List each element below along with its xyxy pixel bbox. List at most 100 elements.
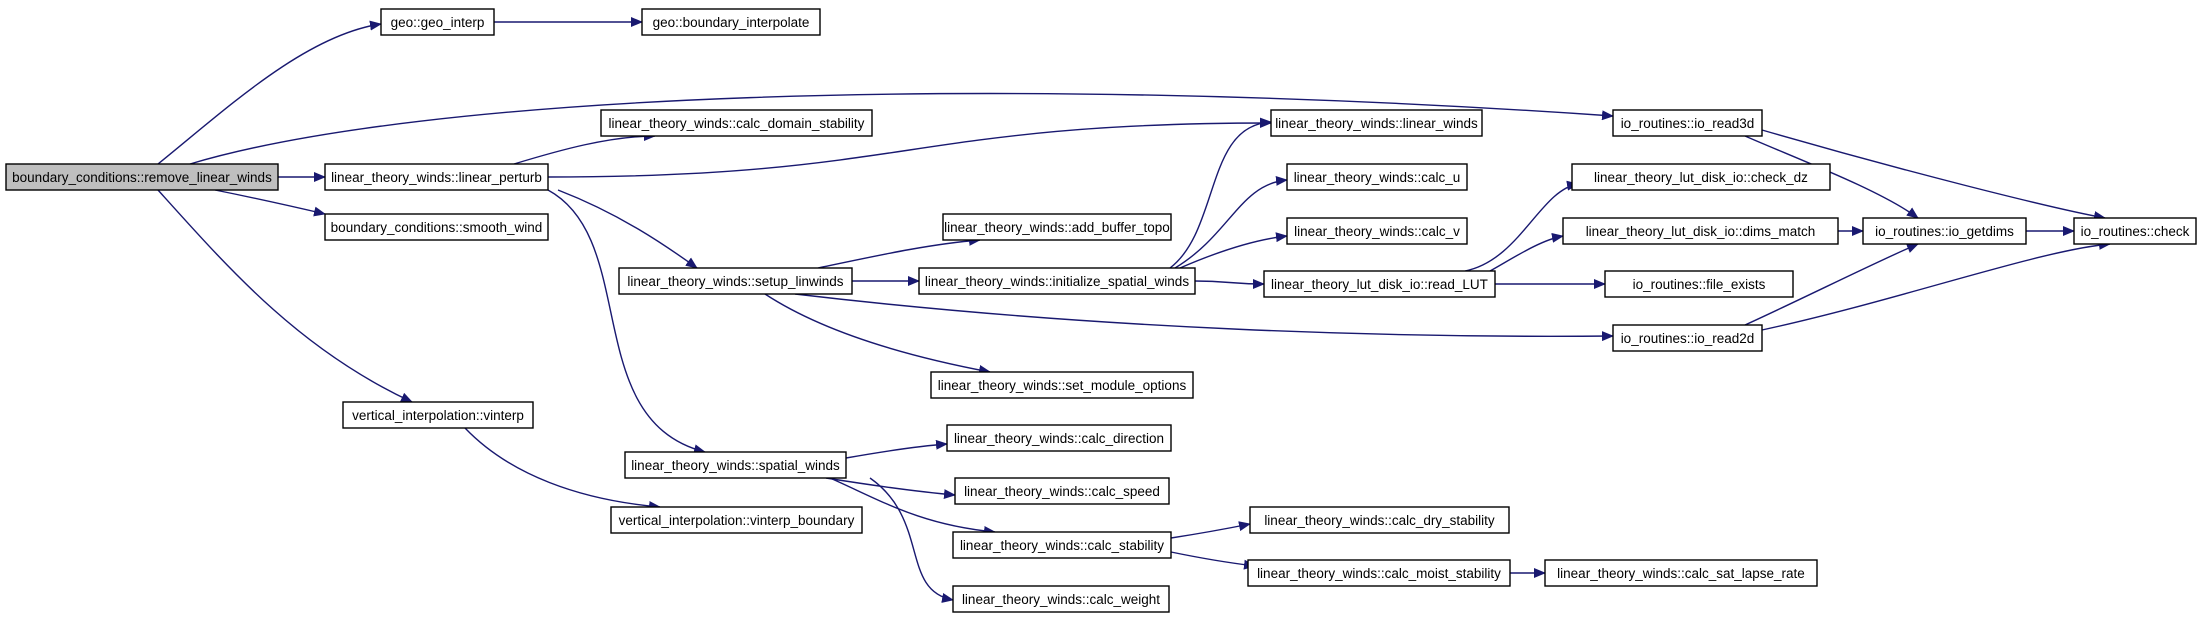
edge-spatial-winds-to-calc-stability	[829, 477, 996, 536]
node-calc-weight[interactable]: linear_theory_winds::calc_weight	[952, 585, 1170, 613]
node-box	[942, 213, 1172, 241]
node-box	[1249, 506, 1510, 534]
edge-initialize-spatial-winds-to-linear-winds	[1169, 117, 1272, 269]
node-io-read2d[interactable]: io_routines::io_read2d	[1612, 324, 1763, 352]
edge-path	[1744, 243, 1919, 326]
node-calc-v[interactable]: linear_theory_winds::calc_v	[1286, 217, 1468, 245]
node-initialize-spatial-winds[interactable]: linear_theory_winds::initialize_spatial_…	[918, 267, 1196, 295]
node-box	[930, 371, 1194, 399]
edge-path	[1744, 135, 1919, 219]
edge-spatial-winds-to-calc-weight	[869, 477, 954, 603]
edge-io-read3d-to-io-getdims	[1744, 135, 1919, 219]
node-label: io_routines::io_read2d	[1621, 331, 1755, 346]
edge-remove-linear-winds-to-vinterp	[157, 189, 413, 403]
node-label: linear_theory_winds::calc_direction	[954, 431, 1164, 446]
edge-vinterp-to-vinterp-boundary	[464, 427, 661, 512]
edge-path	[764, 293, 991, 375]
node-box	[1544, 559, 1818, 587]
node-label: linear_theory_winds::linear_perturb	[331, 170, 542, 185]
edge-path	[1170, 551, 1256, 570]
node-box	[946, 424, 1172, 452]
node-label: linear_theory_winds::add_buffer_topo	[944, 220, 1170, 235]
edge-path	[214, 189, 326, 217]
node-geo-interp[interactable]: geo::geo_interp	[380, 8, 495, 36]
node-label: linear_theory_winds::calc_domain_stabili…	[609, 116, 865, 131]
node-box	[342, 401, 534, 429]
node-box	[1270, 109, 1483, 137]
edge-calc-stability-to-calc-dry-stability	[1170, 521, 1251, 539]
node-box	[641, 8, 821, 36]
node-calc-moist-stability[interactable]: linear_theory_winds::calc_moist_stabilit…	[1247, 559, 1511, 587]
node-linear-perturb[interactable]: linear_theory_winds::linear_perturb	[324, 163, 549, 191]
node-vinterp-boundary[interactable]: vertical_interpolation::vinterp_boundary	[610, 506, 863, 534]
node-label: linear_theory_winds::calc_moist_stabilit…	[1257, 566, 1501, 581]
node-calc-direction[interactable]: linear_theory_winds::calc_direction	[946, 424, 1172, 452]
edge-spatial-winds-to-calc-speed	[825, 477, 956, 500]
node-remove-linear-winds[interactable]: boundary_conditions::remove_linear_winds	[5, 163, 279, 191]
node-setup-linwinds[interactable]: linear_theory_winds::setup_linwinds	[618, 267, 853, 295]
node-spatial-winds[interactable]: linear_theory_winds::spatial_winds	[624, 451, 847, 479]
node-label: linear_theory_winds::calc_dry_stability	[1264, 513, 1495, 528]
node-box	[952, 585, 1170, 613]
node-box	[324, 163, 549, 191]
node-label: linear_theory_winds::calc_weight	[962, 592, 1160, 607]
node-calc-dry-stability[interactable]: linear_theory_winds::calc_dry_stability	[1249, 506, 1510, 534]
node-box	[1571, 163, 1831, 191]
node-label: io_routines::check	[2081, 224, 2190, 239]
node-dims-match[interactable]: linear_theory_lut_disk_io::dims_match	[1562, 217, 1839, 245]
edge-io-read3d-to-check	[1761, 129, 2106, 221]
node-linear-winds[interactable]: linear_theory_winds::linear_winds	[1270, 109, 1483, 137]
node-smooth-wind[interactable]: boundary_conditions::smooth_wind	[324, 213, 549, 241]
node-box	[618, 267, 853, 295]
node-box	[1263, 270, 1496, 298]
edge-path	[157, 20, 382, 165]
node-check[interactable]: io_routines::check	[2073, 217, 2197, 245]
node-calc-speed[interactable]: linear_theory_winds::calc_speed	[954, 477, 1170, 505]
edge-path	[845, 439, 948, 459]
node-boundary-interpolate[interactable]: geo::boundary_interpolate	[641, 8, 821, 36]
edge-initialize-spatial-winds-to-read-LUT	[1194, 278, 1265, 289]
node-box	[954, 477, 1170, 505]
node-calc-domain-stability[interactable]: linear_theory_winds::calc_domain_stabili…	[600, 109, 873, 137]
edge-calc-stability-to-calc-moist-stability	[1170, 551, 1256, 570]
node-io-read3d[interactable]: io_routines::io_read3d	[1612, 109, 1763, 137]
node-label: vertical_interpolation::vinterp	[352, 408, 524, 423]
node-label: linear_theory_lut_disk_io::check_dz	[1594, 170, 1808, 185]
node-box	[1604, 270, 1794, 298]
edge-path	[825, 477, 956, 500]
node-label: linear_theory_winds::set_module_options	[938, 378, 1187, 393]
node-box	[918, 267, 1196, 295]
edge-path	[1489, 232, 1564, 272]
node-label: linear_theory_winds::linear_winds	[1275, 116, 1478, 131]
edge-read-LUT-to-check-dz	[1464, 180, 1579, 272]
node-box	[952, 531, 1172, 559]
edge-spatial-winds-to-calc-direction	[845, 439, 948, 459]
node-calc-sat-lapse-rate[interactable]: linear_theory_winds::calc_sat_lapse_rate	[1544, 559, 1818, 587]
edge-path	[1174, 175, 1288, 269]
edge-initialize-spatial-winds-to-calc-v	[1179, 232, 1288, 269]
edge-path	[1464, 180, 1579, 272]
node-read-lut[interactable]: linear_theory_lut_disk_io::read_LUT	[1263, 270, 1496, 298]
node-set-module-options[interactable]: linear_theory_winds::set_module_options	[930, 371, 1194, 399]
node-label: linear_theory_winds::calc_v	[1294, 224, 1460, 239]
edge-linear-perturb-to-setup-linwinds	[557, 189, 698, 269]
node-io-getdims[interactable]: io_routines::io_getdims	[1862, 217, 2027, 245]
node-calc-stability[interactable]: linear_theory_winds::calc_stability	[952, 531, 1172, 559]
node-label: linear_theory_winds::calc_u	[1294, 170, 1461, 185]
node-vinterp[interactable]: vertical_interpolation::vinterp	[342, 401, 534, 429]
node-add-buffer-topo[interactable]: linear_theory_winds::add_buffer_topo	[942, 213, 1172, 241]
edge-path	[1170, 521, 1251, 539]
edge-setup-linwinds-to-add-buffer-topo	[817, 235, 981, 269]
edge-path	[829, 477, 996, 536]
node-label: linear_theory_winds::spatial_winds	[631, 458, 840, 473]
node-box	[5, 163, 279, 191]
node-calc-u[interactable]: linear_theory_winds::calc_u	[1286, 163, 1468, 191]
edge-path	[157, 189, 413, 403]
edge-io-read2d-to-check	[1761, 239, 2111, 331]
node-box	[1286, 163, 1468, 191]
edge-path	[547, 118, 1272, 178]
node-label: linear_theory_winds::initialize_spatial_…	[925, 274, 1189, 289]
node-check-dz[interactable]: linear_theory_lut_disk_io::check_dz	[1571, 163, 1831, 191]
node-file-exists[interactable]: io_routines::file_exists	[1604, 270, 1794, 298]
